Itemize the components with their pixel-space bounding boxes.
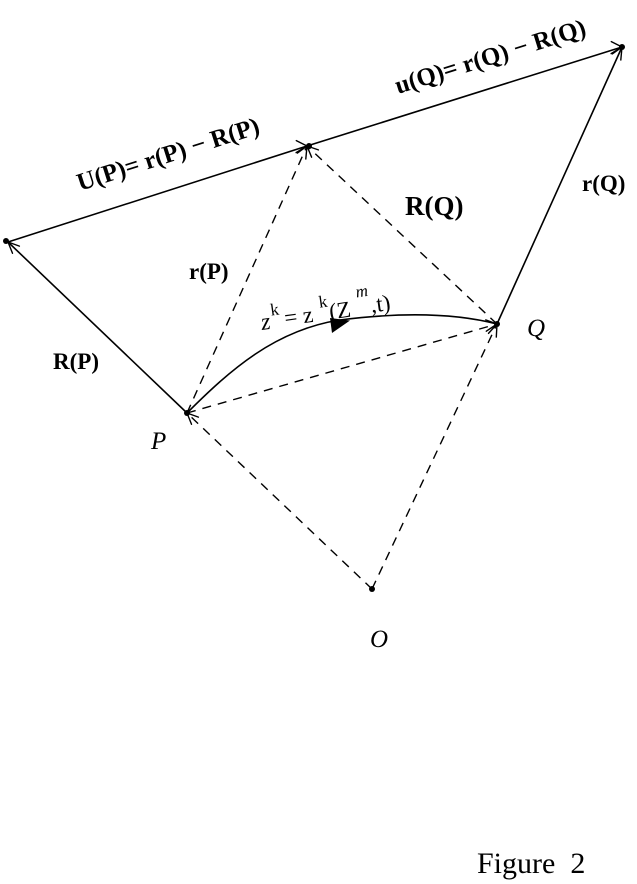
vector-R-Q <box>306 145 498 325</box>
dashed-vectors <box>186 145 498 590</box>
point-top-right <box>619 44 625 50</box>
eq-open: (Z <box>327 297 352 325</box>
point-P <box>184 410 190 416</box>
point-left <box>3 238 9 244</box>
eq-z1: z <box>258 309 273 336</box>
vector-r-Q <box>496 46 623 325</box>
label-r-Q: r(Q) <box>582 171 625 196</box>
label-u-Q: u(Q)= r(Q) − R(Q) <box>392 15 590 100</box>
vector-u-Q <box>306 46 623 147</box>
label-R-Q: R(Q) <box>405 191 463 221</box>
label-P: P <box>150 428 166 455</box>
chord-P-Q <box>186 323 498 414</box>
vector-R-P <box>7 241 188 414</box>
eq-sup-m: m <box>354 281 369 302</box>
eq-mid: = z <box>277 302 315 332</box>
label-U-P: U(P)= r(P) − R(P) <box>74 113 263 197</box>
point-top-middle <box>306 143 312 149</box>
points <box>3 44 625 592</box>
label-Q: Q <box>527 315 545 342</box>
point-O <box>369 586 375 592</box>
vector-r-P <box>186 145 308 414</box>
point-Q <box>494 321 500 327</box>
labels: U(P)= r(P) − R(P) u(Q)= r(Q) − R(Q) R(Q)… <box>53 15 625 653</box>
label-r-P: r(P) <box>189 259 229 284</box>
figure-caption: Figure 2 <box>477 847 585 880</box>
eq-sup-k2: k <box>317 292 329 312</box>
curve-direction-arrow <box>330 318 350 333</box>
vector-O-Q <box>371 323 498 590</box>
curve-equation: z k = z = z k (Z m ,t) <box>258 281 392 336</box>
solid-vectors <box>7 40 623 414</box>
label-O: O <box>370 626 388 653</box>
trajectory-curve <box>186 314 498 414</box>
eq-close: ,t) <box>369 290 392 318</box>
label-R-P: R(P) <box>53 349 99 374</box>
vector-U-P <box>7 145 308 243</box>
vector-O-P <box>186 412 373 590</box>
eq-sup-k1: k <box>269 299 281 319</box>
